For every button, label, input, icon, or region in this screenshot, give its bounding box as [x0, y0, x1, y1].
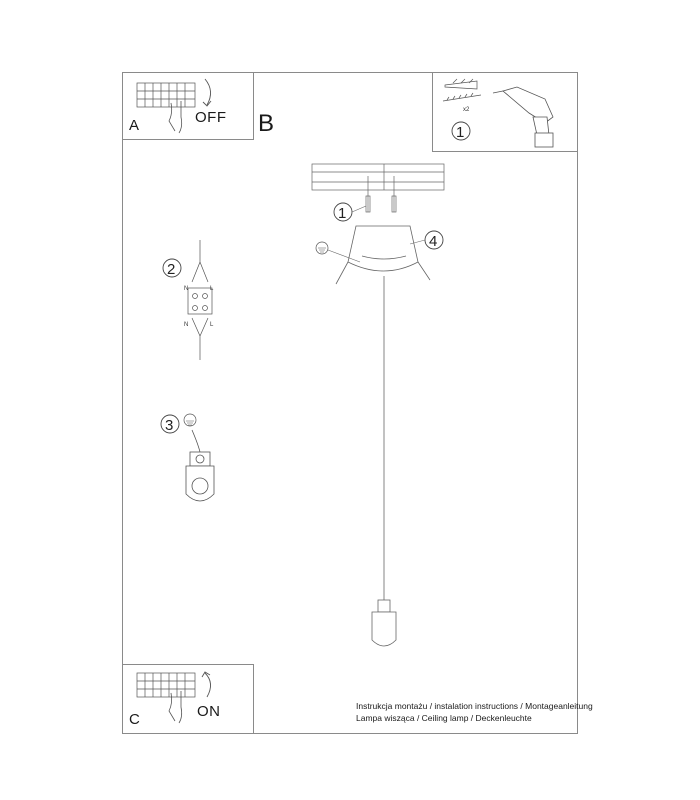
tools-box: x2 1: [432, 72, 578, 152]
ceiling-icon: [311, 163, 445, 191]
hand-icon: [168, 691, 183, 724]
footer-instructions: Instrukcja montażu / instalation instruc…: [356, 701, 593, 711]
instruction-sheet-frame: [122, 72, 578, 734]
drill-icon: [492, 86, 554, 148]
wire-label-l-bottom: L: [210, 322, 214, 328]
wall-plug-icon: [444, 78, 478, 90]
rotate-arrow-icon: [204, 672, 211, 698]
wire-label-n-top: N: [184, 286, 188, 292]
pendant-lamp-icon: [371, 599, 397, 647]
callout-screws: 1: [338, 205, 346, 222]
footer-product-type: Lampa wisząca / Ceiling lamp / Deckenleu…: [356, 713, 532, 723]
hand-icon: [168, 101, 183, 134]
canopy-icon: [335, 225, 431, 285]
earth-connector-icon: [185, 429, 215, 502]
panel-a-switch-off: A OFF: [122, 72, 254, 140]
fuse-box-icon: [136, 671, 211, 724]
switch-on-label: ON: [197, 703, 221, 720]
screw-icon: [442, 92, 482, 102]
switch-off-label: OFF: [195, 109, 227, 126]
fuse-box-icon: [136, 78, 212, 134]
wiring-step-number: 2: [167, 261, 175, 278]
rotate-arrow-icon: [204, 78, 211, 106]
wire-label-l-top: L: [210, 286, 214, 292]
tools-step-number: 1: [456, 124, 464, 141]
panel-b-letter: B: [258, 110, 275, 137]
wire-label-n-bottom: N: [184, 322, 188, 328]
terminal-block-icon: [187, 240, 213, 360]
callout-canopy: 4: [429, 233, 437, 250]
panel-c-switch-on: C ON: [122, 664, 254, 734]
panel-a-letter: A: [129, 117, 140, 134]
earth-step-number: 3: [165, 417, 173, 434]
quantity-label: x2: [463, 107, 470, 113]
panel-c-letter: C: [129, 711, 140, 728]
